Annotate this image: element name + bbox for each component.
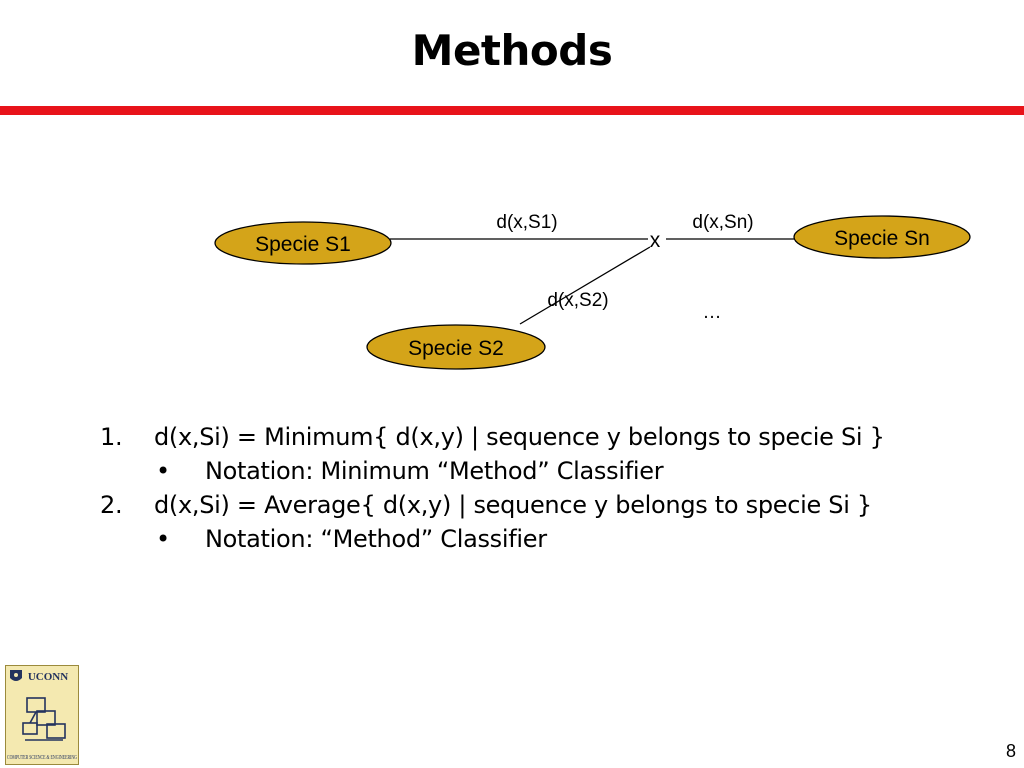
edge-label-sn: d(x,Sn) — [692, 212, 753, 233]
logo-top-text: UCONN — [28, 671, 68, 683]
edge-s2-x — [519, 246, 651, 325]
node-specie-s1: Specie S1 — [214, 221, 392, 265]
page-number: 8 — [1005, 741, 1016, 761]
node-label: Specie Sn — [834, 227, 930, 250]
slide-title: Methods — [411, 26, 613, 75]
bullet: • — [156, 457, 170, 485]
edge-label-s2: d(x,S2) — [547, 290, 608, 311]
node-specie-s2: Specie S2 — [366, 324, 546, 370]
center-point-label: x — [650, 229, 661, 252]
list-item-text: d(x,Si) = Average{ d(x,y) | sequence y b… — [154, 491, 872, 519]
edge-label-s1: d(x,S1) — [496, 212, 557, 233]
more-species-ellipsis: … — [703, 302, 722, 323]
node-label: Specie S1 — [255, 233, 351, 256]
uconn-cse-logo: UCONN COMPUTER SCIENCE & ENGINEERING — [5, 665, 79, 765]
list-sub-item-text: Notation: “Method” Classifier — [205, 525, 547, 553]
bullet: • — [156, 525, 170, 553]
uconn-shield-icon — [10, 670, 22, 681]
node-label: Specie S2 — [408, 337, 504, 360]
list-sub-item-text: Notation: Minimum “Method” Classifier — [205, 457, 664, 485]
node-specie-sn: Specie Sn — [793, 215, 971, 259]
logo-ring-text: COMPUTER SCIENCE & ENGINEERING — [7, 755, 77, 761]
list-number: 1. — [100, 423, 123, 451]
title-divider — [0, 106, 1024, 115]
list-item-text: d(x,Si) = Minimum{ d(x,y) | sequence y b… — [154, 423, 885, 451]
list-number: 2. — [100, 491, 123, 519]
computer-network-icon — [22, 697, 66, 741]
